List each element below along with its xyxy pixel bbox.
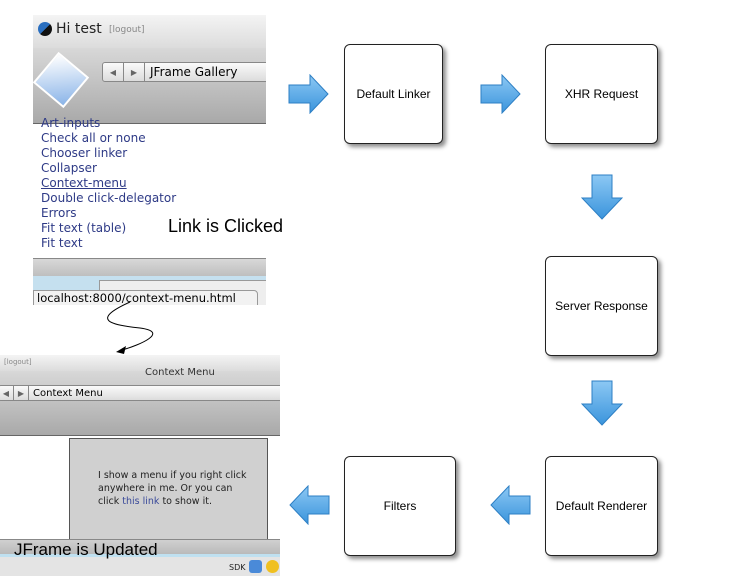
back-icon[interactable]: ◀ [0,386,14,400]
link-art-inputs[interactable]: Art-inputs [41,116,101,130]
demo-suffix: to show it. [162,496,212,507]
curved-connector-arrow [107,301,154,354]
arrow-left-icon [289,485,330,525]
step-label: Server Response [555,299,648,313]
window-toolbar: Context Menu ◀ ▶ Context Menu [0,367,280,436]
forward-icon[interactable]: ▶ [14,386,29,400]
app-dock-icon[interactable] [249,560,262,573]
demo-text: I show a menu if you right click anywher… [98,470,247,507]
caption-jframe-updated: JFrame is Updated [14,540,158,559]
arrow-down-icon [581,380,623,426]
forward-icon[interactable]: ▶ [124,63,145,81]
after-screenshot: [logout] Context Menu ◀ ▶ Context Menu I… [0,355,280,576]
sdk-label: SDK [229,563,246,572]
step-default-renderer: Default Renderer [545,456,658,556]
back-icon[interactable]: ◀ [103,63,124,81]
app-header: [logout] [0,355,280,372]
step-label: Default Linker [356,87,431,101]
link-context-menu[interactable]: Context-menu [41,176,127,190]
step-label: Filters [383,499,417,513]
step-filters: Filters [344,456,456,556]
app-header: Hi test [logout] [33,15,266,49]
step-server-response: Server Response [545,256,658,356]
dock: SDK [0,554,280,576]
gallery-icon [33,51,90,109]
window-nav: ◀ ▶ JFrame Gallery [102,62,266,82]
dock-area: localhost:8000/context-menu.html [33,276,266,305]
footer-bar [33,258,266,277]
arrow-right-icon [288,74,329,114]
link-list: Art-inputs Check all or none Chooser lin… [41,116,176,251]
demo-link[interactable]: this link [122,496,160,507]
step-default-linker: Default Linker [344,44,443,144]
link-chooser-linker[interactable]: Chooser linker [41,146,128,160]
greeting: Hi test [56,21,102,37]
footer-bar [0,539,280,555]
logout-link[interactable]: [logout] [109,25,145,35]
logo-icon [38,22,52,36]
logout-link[interactable]: [logout] [4,358,32,366]
arrow-down-icon [581,174,623,220]
before-screenshot: Hi test [logout] ◀ ▶ JFrame Gallery Art-… [33,15,266,305]
window-title-top: Context Menu [145,367,215,378]
window-nav: ◀ ▶ Context Menu [0,385,280,401]
app-dock-icon-2[interactable] [266,560,279,573]
link-check-all[interactable]: Check all or none [41,131,146,145]
step-label: XHR Request [564,87,639,101]
link-fit-text[interactable]: Fit text [41,236,83,250]
link-double-click[interactable]: Double click-delegator [41,191,177,205]
caption-link-clicked: Link is Clicked [168,216,284,236]
status-url: localhost:8000/context-menu.html [33,290,258,305]
link-fit-text-table[interactable]: Fit text (table) [41,221,176,236]
window-toolbar: ◀ ▶ JFrame Gallery [33,48,266,124]
window-title: JFrame Gallery [150,65,238,79]
link-suffix: (table) [86,221,127,235]
window-title: Context Menu [33,387,103,399]
context-menu-demo[interactable]: I show a menu if you right click anywher… [69,438,268,540]
arrow-right-icon [480,74,521,114]
step-xhr-request: XHR Request [545,44,658,144]
link-collapser[interactable]: Collapser [41,161,97,175]
step-label: Default Renderer [555,499,648,513]
link-label: Fit text [41,221,83,235]
link-errors[interactable]: Errors [41,206,77,220]
arrow-left-icon [490,485,531,525]
